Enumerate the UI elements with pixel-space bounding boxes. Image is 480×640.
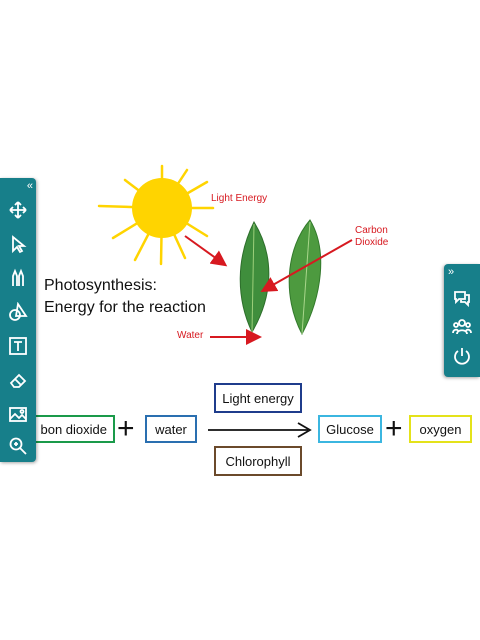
pointer-icon[interactable] [6,232,30,256]
leaves-illustration [239,219,322,336]
label-carbon-dioxide: Carbon Dioxide [355,225,389,248]
light-arrow [184,235,228,267]
image-icon[interactable] [6,402,30,426]
reaction-yield-arrow [208,422,312,438]
text-icon[interactable] [6,334,30,358]
condition-light-energy-box: Light energy [214,383,302,413]
reactant-water-box: water [145,415,197,443]
label-water: Water [177,330,204,341]
label-light-energy: Light Energy [211,193,268,204]
eraser-icon[interactable] [6,368,30,392]
drawing-toolbar: « [0,178,36,462]
power-icon[interactable] [450,344,474,368]
expand-toolbar-button[interactable]: » [448,266,454,278]
zoom-icon[interactable] [6,434,30,458]
users-icon[interactable] [450,315,474,339]
session-toolbar: » [444,264,480,377]
collapse-toolbar-button[interactable]: « [26,180,33,192]
condition-chlorophyll-box: Chlorophyll [214,446,302,476]
plus-sign-right: + [385,412,403,445]
product-oxygen-box: oxygen [409,415,472,443]
co2-arrow [260,239,353,292]
reactant-carbon-dioxide-box: bon dioxide [26,415,115,443]
diagram-title: Photosynthesis: Energy for the reaction [44,277,206,316]
move-icon[interactable] [6,198,30,222]
product-glucose-box: Glucose [318,415,382,443]
sun-illustration [97,164,215,266]
shapes-icon[interactable] [6,300,30,324]
chat-icon[interactable] [450,286,474,310]
pens-icon[interactable] [6,266,30,290]
plus-sign-left: + [117,412,135,445]
